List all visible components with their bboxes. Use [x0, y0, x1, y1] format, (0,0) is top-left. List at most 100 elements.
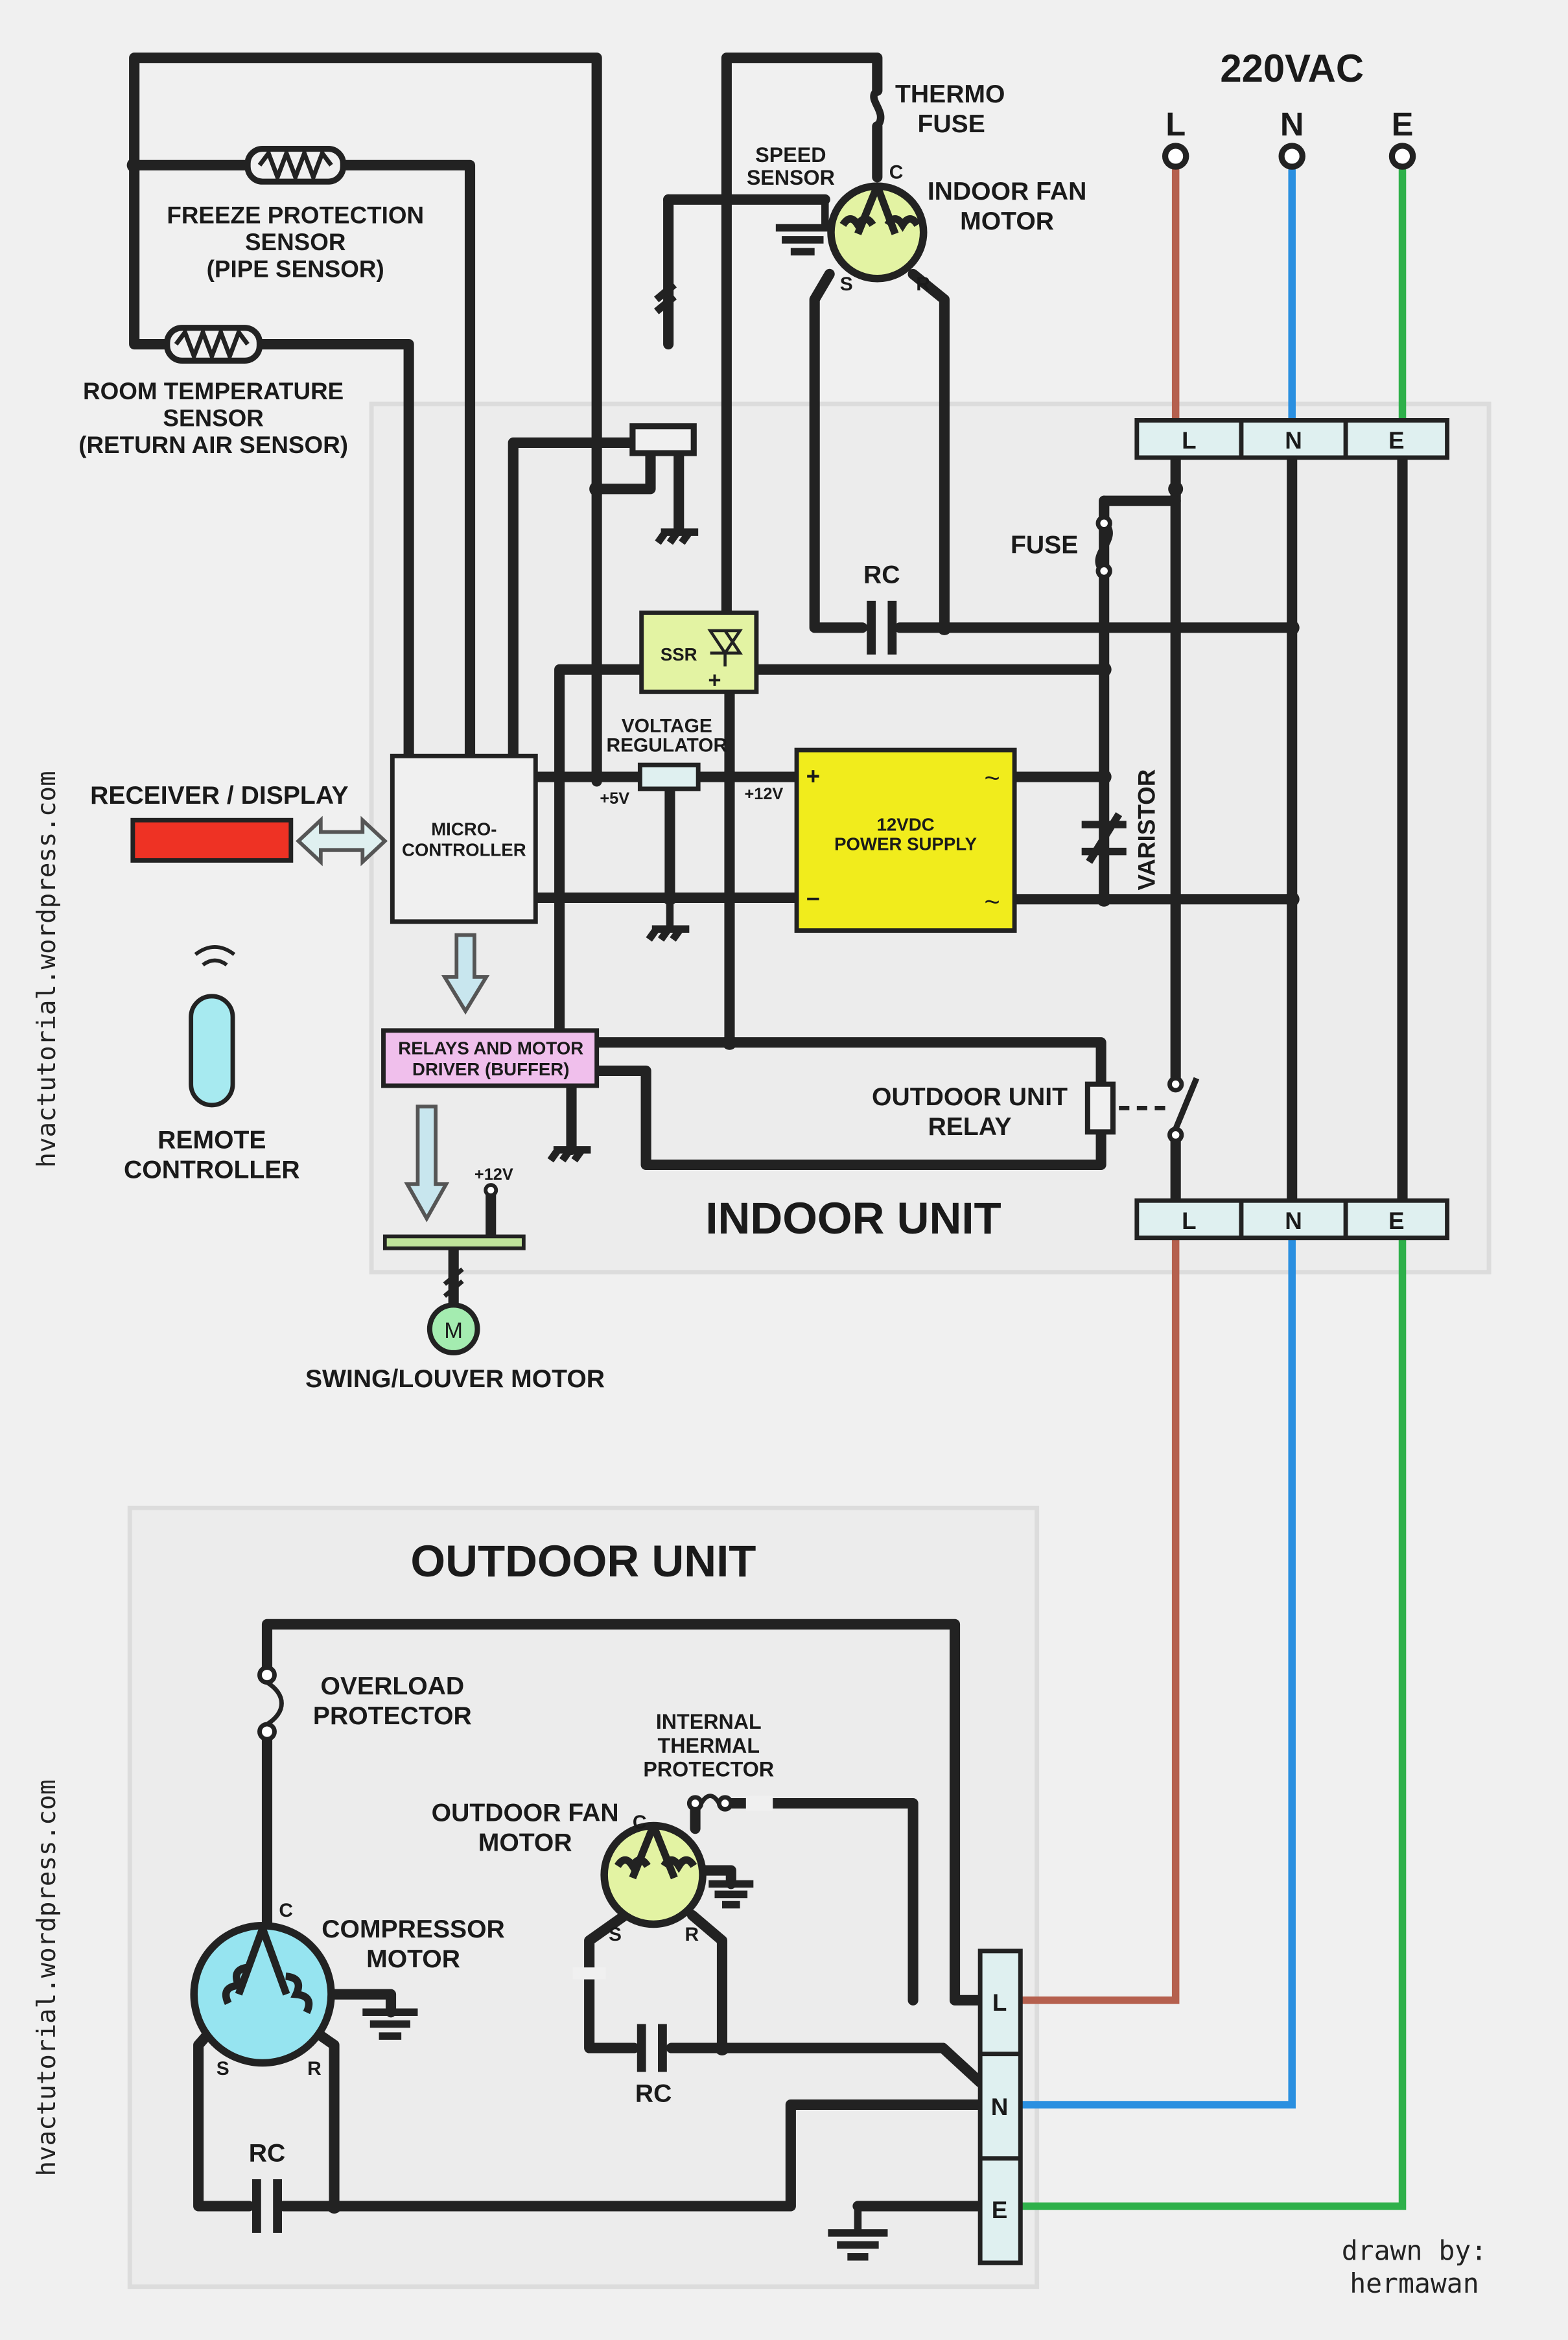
live-wire: [1022, 156, 1180, 2004]
svg-text:THERMO: THERMO: [895, 80, 1005, 108]
supply-label-n: N: [1280, 106, 1304, 143]
svg-text:N: N: [1285, 1208, 1302, 1234]
svg-text:REGULATOR: REGULATOR: [607, 734, 728, 756]
svg-text:PROTECTOR: PROTECTOR: [313, 1702, 472, 1730]
svg-text:INTERNAL: INTERNAL: [656, 1710, 762, 1733]
supply-terminal-n: [1278, 143, 1305, 170]
outdoor-fan-rc-label: RC: [635, 2079, 672, 2107]
svg-text:PROTECTOR: PROTECTOR: [643, 1758, 774, 1781]
svg-text:ROOM TEMPERATURE: ROOM TEMPERATURE: [83, 378, 344, 404]
freeze-sensor-thermistor: [244, 145, 346, 185]
room-sensor-thermistor: [164, 325, 263, 364]
svg-text:THERMAL: THERMAL: [658, 1734, 760, 1757]
thermo-fuse-label: THERMO FUSE: [895, 80, 1005, 138]
receiver-display-label: RECEIVER / DISPLAY: [90, 782, 348, 810]
indoor-fan-motor: C S R: [827, 162, 930, 295]
svg-text:FUSE: FUSE: [917, 110, 985, 138]
room-sensor-label: ROOM TEMPERATURE SENSOR (RETURN AIR SENS…: [78, 378, 348, 458]
thermo-fuse-symbol: [870, 88, 885, 129]
svg-text:SENSOR: SENSOR: [245, 229, 345, 255]
power-supply-ac-in-1: ~: [984, 764, 1000, 793]
receiver-display: [130, 817, 294, 863]
supply-terminal-l: [1162, 143, 1189, 170]
svg-text:OUTDOOR FAN: OUTDOOR FAN: [432, 1799, 619, 1827]
svg-text:L: L: [1182, 427, 1197, 454]
svg-text:SENSOR: SENSOR: [747, 166, 835, 189]
varistor-label: VARISTOR: [1133, 769, 1160, 891]
ground-symbol-regulator: [646, 897, 690, 942]
svg-text:L: L: [1182, 1208, 1197, 1234]
micro-controller-box: [390, 753, 538, 924]
internal-thermal-protector: [686, 1794, 734, 1812]
relays-driver-label: RELAYS AND MOTOR DRIVER (BUFFER): [398, 1038, 583, 1079]
swing-hash-mark: [443, 1267, 464, 1298]
remote-controller: [189, 994, 235, 1108]
voltage-regulator-label: VOLTAGE REGULATOR: [607, 715, 728, 756]
outdoor-unit-title: OUTDOOR UNIT: [410, 1536, 756, 1586]
plus12v-label: +12V: [745, 785, 784, 803]
down-arrow-to-swing: [404, 1105, 450, 1223]
fuse-label: FUSE: [1011, 531, 1078, 559]
svg-text:VOLTAGE: VOLTAGE: [622, 715, 712, 736]
indoor-rc-label: RC: [863, 561, 900, 589]
ssr-plus: +: [708, 668, 721, 692]
svg-text:MOTOR: MOTOR: [960, 207, 1054, 235]
svg-text:OUTDOOR UNIT: OUTDOOR UNIT: [872, 1083, 1068, 1111]
compressor-rc-capacitor: [252, 2179, 283, 2233]
earth-wire: [1022, 156, 1407, 2210]
supply-title: 220VAC: [1220, 47, 1364, 90]
overload-protector: [257, 1665, 284, 1742]
svg-text:C: C: [279, 1900, 293, 1921]
ssr-block: [639, 610, 759, 694]
indoor-terminal-block-bottom: L N E: [1134, 1198, 1450, 1241]
watermark-top: hvactutorial.wordpress.com: [32, 771, 62, 1167]
compressor-rc-label: RC: [249, 2139, 286, 2167]
swing-louver-motor: [427, 1302, 480, 1355]
outdoor-junction-2: [714, 2040, 730, 2056]
svg-text:12VDC: 12VDC: [877, 814, 935, 834]
svg-text:MOTOR: MOTOR: [366, 1945, 460, 1973]
supply-label-l: L: [1165, 106, 1186, 143]
svg-text:E: E: [992, 2197, 1008, 2223]
voltage-regulator: [637, 762, 701, 791]
svg-text:S: S: [840, 274, 853, 295]
relays-driver-box: [381, 1028, 600, 1088]
outdoor-wiring: [193, 1619, 986, 2212]
ground-symbol-driver: [547, 1146, 591, 1163]
swing-motor-letter: M: [444, 1318, 463, 1343]
remote-signal-waves: [194, 945, 236, 966]
power-supply-ac-in-2: ~: [984, 887, 1000, 917]
svg-text:R: R: [916, 274, 930, 295]
supply-label-e: E: [1392, 106, 1414, 143]
junction-dots: [126, 158, 1300, 1050]
svg-text:DRIVER (BUFFER): DRIVER (BUFFER): [412, 1059, 569, 1079]
svg-text:N: N: [991, 2094, 1009, 2120]
svg-text:MICRO-: MICRO-: [431, 819, 497, 839]
supply-terminal-e: [1388, 143, 1416, 170]
svg-text:R: R: [685, 1924, 699, 1945]
credit-line-2: hermawan: [1350, 2268, 1479, 2299]
svg-text:S: S: [216, 2058, 229, 2079]
svg-text:(PIPE SENSOR): (PIPE SENSOR): [207, 255, 384, 282]
micro-controller-label: MICRO- CONTROLLER: [402, 819, 526, 860]
indoor-wiring: [129, 53, 1408, 1320]
remote-controller-label: REMOTE CONTROLLER: [124, 1127, 300, 1184]
svg-text:C: C: [889, 162, 904, 183]
internal-thermal-protector-label: INTERNAL THERMAL PROTECTOR: [643, 1710, 774, 1781]
svg-text:POWER SUPPLY: POWER SUPPLY: [834, 834, 977, 854]
ground-symbol-compressor: [362, 2008, 418, 2040]
watermark-bottom: hvactutorial.wordpress.com: [32, 1779, 62, 2176]
plus5v-label: +5V: [600, 790, 629, 808]
down-arrow-to-driver: [441, 933, 490, 1015]
svg-text:SPEED: SPEED: [755, 143, 826, 167]
outdoor-relay-contact: [1167, 1075, 1200, 1143]
svg-text:REMOTE: REMOTE: [158, 1127, 266, 1154]
svg-text:MOTOR: MOTOR: [478, 1829, 572, 1857]
swing-driver-bar: [382, 1234, 526, 1250]
svg-text:E: E: [1388, 427, 1405, 454]
indoor-terminal-block-top: L N E: [1134, 417, 1450, 460]
svg-text:S: S: [609, 1924, 622, 1945]
ground-symbol-outdoor-earth: [828, 2206, 888, 2261]
freeze-sensor-label: FREEZE PROTECTION SENSOR (PIPE SENSOR): [167, 202, 424, 283]
